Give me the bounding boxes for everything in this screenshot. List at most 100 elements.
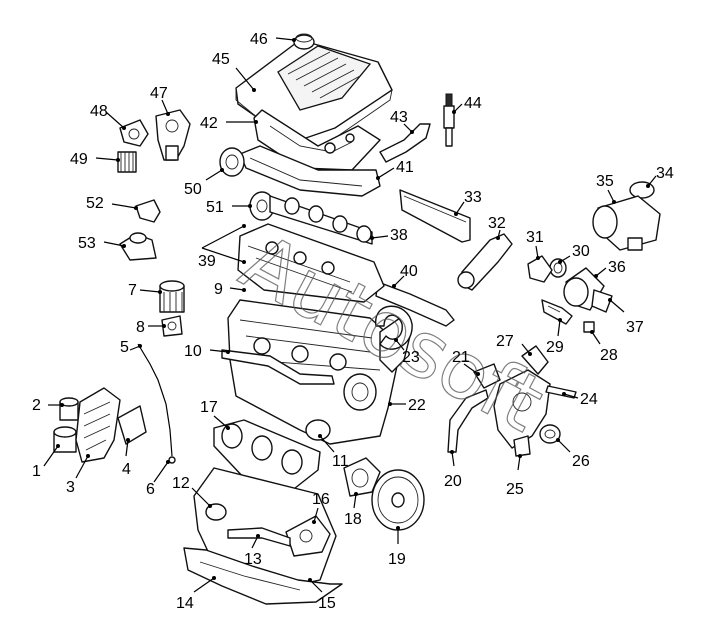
callout-47: 47	[150, 85, 170, 116]
callout-29: 29	[546, 318, 564, 356]
callout-2: 2	[32, 397, 64, 414]
callout-4-label: 4	[122, 461, 131, 478]
turbo-oil-pipe	[375, 305, 413, 350]
callout-16: 16	[312, 491, 330, 524]
callout-12-label: 12	[172, 475, 190, 492]
callout-32: 32	[488, 215, 506, 240]
callout-32-label: 32	[488, 215, 506, 232]
callout-49-label: 49	[70, 151, 88, 168]
callout-18: 18	[344, 492, 362, 528]
callout-8: 8	[136, 319, 166, 336]
callout-31: 31	[526, 229, 544, 260]
callout-21-label: 21	[452, 349, 470, 366]
callout-25-label: 25	[506, 481, 524, 498]
callout-50-label: 50	[184, 181, 202, 198]
sensor-plug	[629, 181, 655, 199]
callout-3-label: 3	[66, 479, 75, 496]
callout-45-label: 45	[212, 51, 230, 68]
callout-1-label: 1	[32, 463, 41, 480]
callout-33-label: 33	[464, 189, 482, 206]
callout-11: 11	[318, 434, 349, 470]
callout-51-label: 51	[206, 199, 224, 216]
callout-20-label: 20	[444, 473, 462, 490]
engine-block	[227, 299, 401, 445]
callout-22: 22	[388, 397, 426, 414]
callout-38: 38	[370, 227, 408, 244]
callout-27: 27	[496, 333, 532, 356]
callout-45: 45	[212, 51, 256, 92]
oil-filter-housing	[119, 119, 149, 147]
coolant-housing	[493, 369, 551, 457]
callout-4: 4	[122, 438, 131, 478]
water-pump	[155, 109, 191, 161]
callout-30-label: 30	[572, 243, 590, 260]
callout-24-label: 24	[580, 391, 598, 408]
callout-42-label: 42	[200, 115, 218, 132]
callout-42: 42	[200, 115, 258, 132]
valve-cover	[253, 109, 381, 171]
callout-1: 1	[32, 444, 60, 480]
callout-33: 33	[454, 189, 482, 216]
cooler-gasket	[117, 405, 147, 445]
callout-37-label: 37	[626, 319, 644, 336]
callout-41: 41	[376, 159, 414, 180]
callout-52-label: 52	[86, 195, 104, 212]
callout-40-label: 40	[400, 263, 418, 280]
valve-cover-gasket	[239, 145, 381, 197]
flywheel	[371, 469, 425, 531]
callout-52: 52	[86, 195, 138, 212]
sensor-connector	[591, 289, 613, 313]
callout-47-label: 47	[150, 85, 168, 102]
callout-44-label: 44	[464, 95, 482, 112]
callout-43: 43	[390, 109, 414, 134]
callout-43-label: 43	[390, 109, 408, 126]
callout-6-label: 6	[146, 481, 155, 498]
callout-23-label: 23	[402, 349, 420, 366]
callout-51: 51	[206, 199, 252, 216]
dipstick	[137, 343, 176, 464]
oil-filler-plug	[59, 397, 79, 421]
oil-filter-element	[117, 151, 137, 173]
callout-5: 5	[120, 339, 142, 356]
callout-28: 28	[590, 330, 618, 364]
callout-39: 39	[198, 224, 246, 270]
thermostat-housing	[527, 255, 553, 283]
callout-17-label: 17	[200, 399, 218, 416]
callout-35: 35	[596, 173, 616, 204]
callout-15-label: 15	[318, 595, 336, 612]
callout-35-label: 35	[596, 173, 614, 190]
oil-pan-upper	[193, 467, 337, 587]
callout-7: 7	[128, 282, 162, 299]
callout-36: 36	[594, 259, 626, 278]
callout-44: 44	[452, 95, 482, 114]
callout-22-label: 22	[408, 397, 426, 414]
callout-50: 50	[184, 168, 224, 198]
callout-53: 53	[78, 235, 126, 252]
callout-34-label: 34	[656, 165, 674, 182]
starter-motor	[592, 195, 661, 251]
callout-41-label: 41	[396, 159, 414, 176]
coolant-pipe	[375, 281, 455, 327]
callout-8-label: 8	[136, 319, 145, 336]
engine-mount-lower	[119, 232, 157, 261]
callout-24: 24	[562, 391, 598, 408]
callout-49: 49	[70, 151, 120, 168]
engine-cover	[235, 39, 393, 141]
timing-pulley	[219, 147, 245, 177]
callout-9-label: 9	[214, 281, 223, 298]
callout-15: 15	[308, 578, 336, 612]
oil-pump	[285, 515, 331, 557]
oil-filter-cartridge	[159, 280, 185, 313]
o-ring	[549, 258, 567, 278]
callout-2-label: 2	[32, 397, 41, 414]
callout-40: 40	[392, 263, 418, 288]
callout-48: 48	[90, 103, 126, 130]
callout-21: 21	[452, 349, 480, 376]
callout-13: 13	[244, 534, 262, 568]
callout-6: 6	[146, 460, 170, 498]
coolant-tube	[221, 349, 335, 385]
coolant-outlet	[473, 363, 501, 389]
callout-layer: 1 2 3 4 5 6 7 8	[32, 31, 674, 612]
engine-mount-upper	[135, 199, 161, 223]
glow-plug	[443, 93, 455, 147]
